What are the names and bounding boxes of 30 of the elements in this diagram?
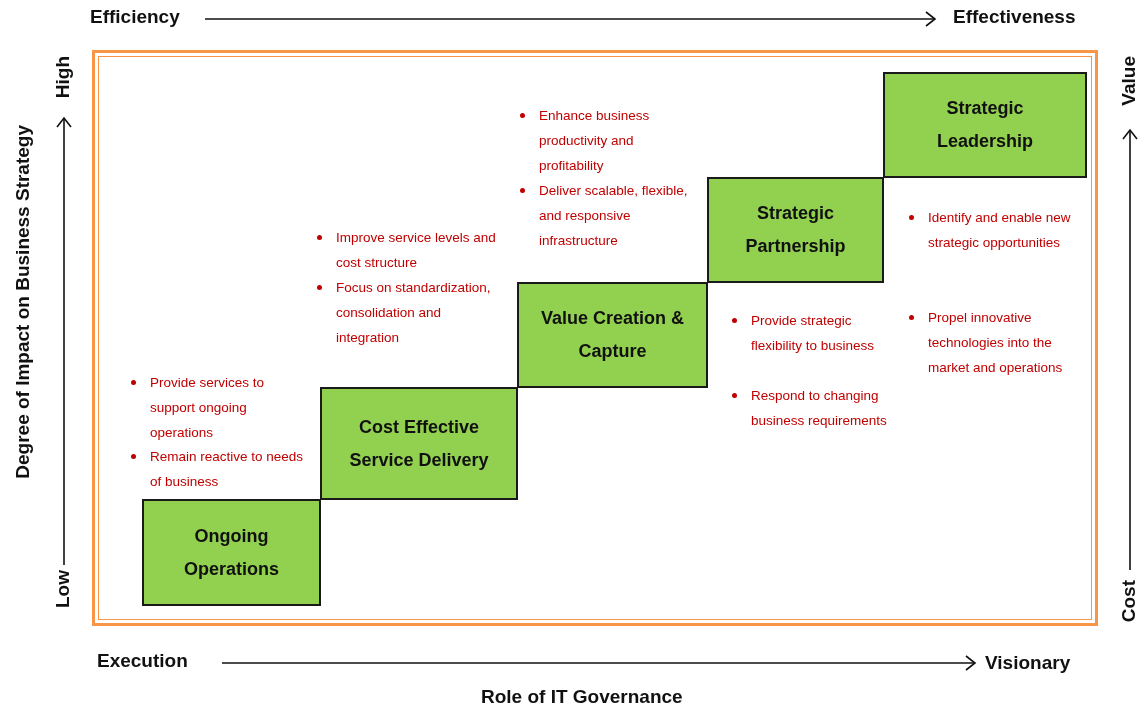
bullet-text: Provide strategic flexibility to business <box>751 312 876 355</box>
axis-label: Visionary <box>985 652 1071 674</box>
bullet-text: Focus on standardization, consolidation and integration <box>336 279 492 347</box>
axis-label: Low <box>52 570 74 608</box>
step-title: Strategic Partnership <box>744 202 847 258</box>
bullet-text: Remain reactive to needs of business <box>150 448 305 491</box>
step-title: Ongoing Operations <box>183 524 280 581</box>
step-title: Value Creation & Capture <box>539 307 685 363</box>
bullet-text: Deliver scalable, flexible, and responsive infrastructure <box>539 182 689 250</box>
step-box <box>707 177 884 283</box>
bullet-text: Propel innovative technologies into the market and operations <box>928 309 1064 377</box>
axis-label: Efficiency <box>90 6 180 28</box>
bullet-text: Identify and enable new strategic opportunities <box>928 209 1072 252</box>
bullet-text: Respond to changing business requirements <box>751 387 888 430</box>
axis-label: Degree of Impact on Business Strategy <box>12 125 34 479</box>
bullet-text: Improve service levels and cost structure <box>336 229 497 272</box>
axis-label: Effectiveness <box>953 6 1076 28</box>
axis-label: Role of IT Governance <box>481 686 683 708</box>
step-box <box>142 499 321 606</box>
step-title: Cost Effective Service Delivery <box>348 415 490 472</box>
step-box <box>517 282 708 388</box>
bullet-text: Enhance business productivity and profitability <box>539 107 651 175</box>
axis-label: Cost <box>1118 580 1140 623</box>
step-title: Strategic Leadership <box>936 97 1034 153</box>
step-box <box>320 387 518 500</box>
bullet-text: Provide services to support ongoing operations <box>150 374 266 442</box>
axis-label: Value <box>1118 56 1140 106</box>
step-box <box>883 72 1087 178</box>
axis-label: Execution <box>97 650 188 672</box>
axis-label: High <box>52 56 74 99</box>
